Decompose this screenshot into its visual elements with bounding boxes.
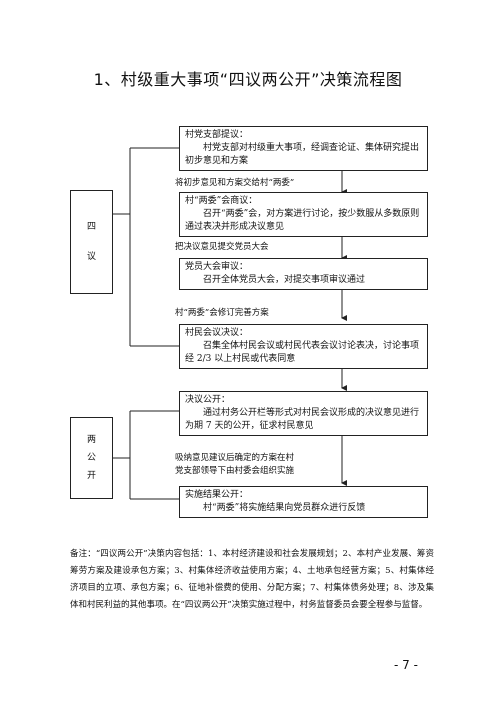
group-si-yi: 四 议 — [70, 190, 113, 294]
step-result-disclosure: 实施结果公开： 村“两委”将实施结果向党员群众进行反馈 — [179, 486, 428, 518]
group-liang-gong-kai-char-1: 两 — [86, 435, 96, 445]
step-description: 村党支部对村级重大事项，经调查论证、集体研究提出初步意见和方案 — [185, 143, 420, 166]
group-liang-gong-kai: 两 公 开 — [70, 417, 113, 499]
step-heading: 实施结果公开： — [185, 490, 249, 500]
step-resolution-disclosure: 决议公开： 通过村务公开栏等形式对村民会议形成的决议意见进行为期 7 天的公开，… — [179, 391, 428, 436]
transition-label-1: 将初步意见和方案交给村“两委” — [175, 178, 295, 188]
step-description: 召开全体党员大会，对提交事项审议通过 — [203, 275, 366, 285]
footnote: 备注：“四议两公开”决策内容包括：1、本村经济建设和社会发展规划；2、本村产业发… — [70, 549, 434, 610]
group-si-yi-char-1: 四 — [86, 222, 96, 232]
step-description: 召集全体村民会议或村民代表会议讨论表决，讨论事项经 2/3 以上村民或代表同意 — [185, 341, 420, 364]
transition-label-4b: 党支部领导下由村委会组织实施 — [175, 466, 295, 476]
group-si-yi-char-2: 议 — [86, 252, 96, 262]
page-number: - 7 - — [394, 658, 418, 672]
step-description: 村“两委”将实施结果向党员群众进行反馈 — [203, 503, 366, 513]
group-liang-gong-kai-char-3: 开 — [86, 471, 96, 481]
liang-gong-kai-bracket — [113, 410, 179, 500]
step-party-members-review: 党员大会审议： 召开全体党员大会，对提交事项审议通过 — [179, 258, 428, 290]
step-two-committees-discussion: 村“两委”会商议： 召开“两委”会，对方案进行讨论，按少数服从多数原则通过表决并… — [179, 192, 428, 237]
transition-label-4a: 吸纳意见建议后确定的方案在村 — [175, 453, 295, 463]
step-villagers-resolution: 村民会议决议： 召集全体村民会议或村民代表会议讨论表决，讨论事项经 2/3 以上… — [179, 324, 428, 369]
step-heading: 村“两委”会商议： — [185, 196, 258, 206]
transition-label-2: 把决议意见提交党员大会 — [175, 242, 269, 252]
step-heading: 党员大会审议： — [185, 262, 249, 272]
step-description: 召开“两委”会，对方案进行讨论，按少数服从多数原则通过表决并形成决议意见 — [185, 209, 420, 232]
step-party-branch-proposal: 村党支部提议： 村党支部对村级重大事项，经调查论证、集体研究提出初步意见和方案 — [179, 126, 428, 171]
step-heading: 村党支部提议： — [185, 130, 249, 140]
page-title: 1、村级重大事项“四议两公开”决策流程图 — [93, 70, 403, 89]
step-heading: 村民会议决议： — [185, 328, 249, 338]
si-yi-bracket — [113, 147, 179, 347]
transition-label-3: 村“两委”会修订完善方案 — [175, 308, 269, 318]
step-heading: 决议公开： — [185, 395, 231, 405]
group-liang-gong-kai-char-2: 公 — [86, 453, 96, 463]
step-description: 通过村务公开栏等形式对村民会议形成的决议意见进行为期 7 天的公开，征求村民意见 — [185, 408, 420, 431]
